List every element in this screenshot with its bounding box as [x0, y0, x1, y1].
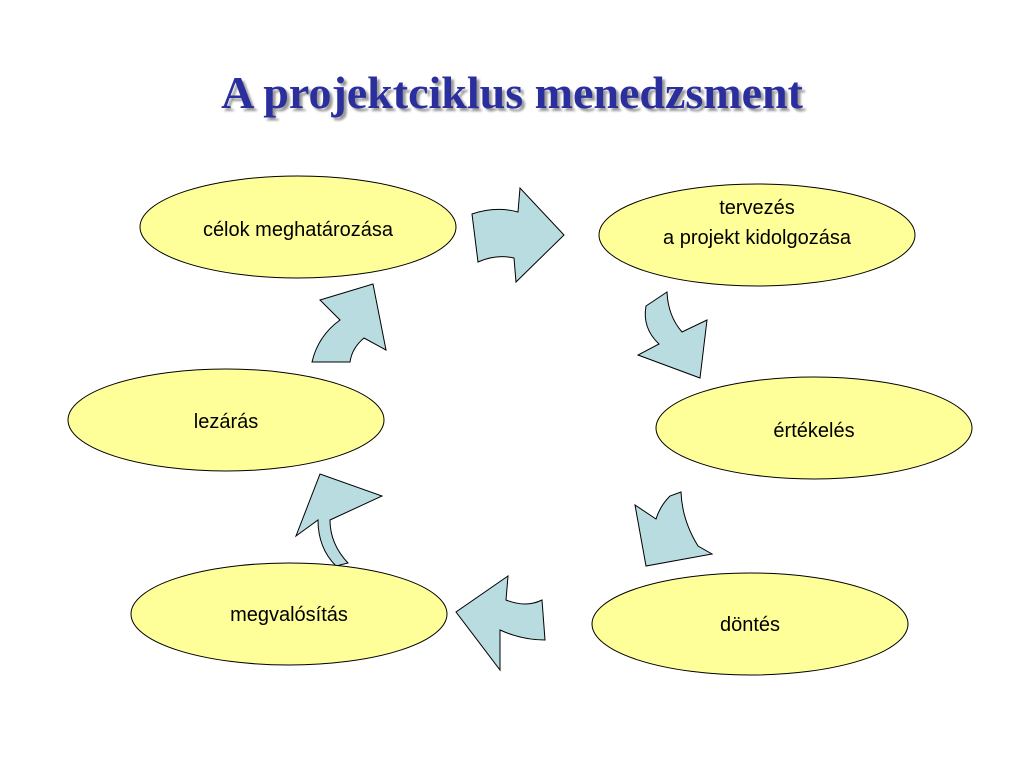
stage-tervezes-label-line1: tervezés — [719, 197, 795, 219]
arrow-celok-to-tervezes — [471, 186, 565, 284]
stage-dontes: döntés — [591, 572, 909, 676]
stage-ertekeles: értékelés — [655, 376, 973, 480]
slide-title: A projektciklus menedzsment — [221, 67, 803, 118]
stage-megvalositas-label: megvalósítás — [230, 604, 348, 626]
arrow-lezaras-to-celok — [311, 283, 387, 363]
stage-ertekeles-label: értékelés — [773, 420, 854, 442]
stage-megvalositas: megvalósítás — [130, 562, 448, 666]
stage-tervezes: tervezés a projekt kidolgozása — [598, 183, 916, 287]
stage-lezaras: lezárás — [67, 368, 385, 472]
stage-tervezes-label-line2: a projekt kidolgozása — [663, 227, 852, 249]
stage-celok: célok meghatározása — [139, 175, 457, 279]
arrow-tervezes-to-ertekeles — [636, 291, 708, 379]
stage-lezaras-label: lezárás — [194, 411, 258, 433]
stage-celok-label: célok meghatározása — [203, 219, 394, 241]
arrow-ertekeles-to-dontes — [634, 491, 714, 567]
arrow-dontes-to-megvalositas — [455, 574, 546, 672]
arrow-megvalositas-to-lezaras — [294, 473, 384, 567]
stage-dontes-label: döntés — [720, 614, 780, 636]
